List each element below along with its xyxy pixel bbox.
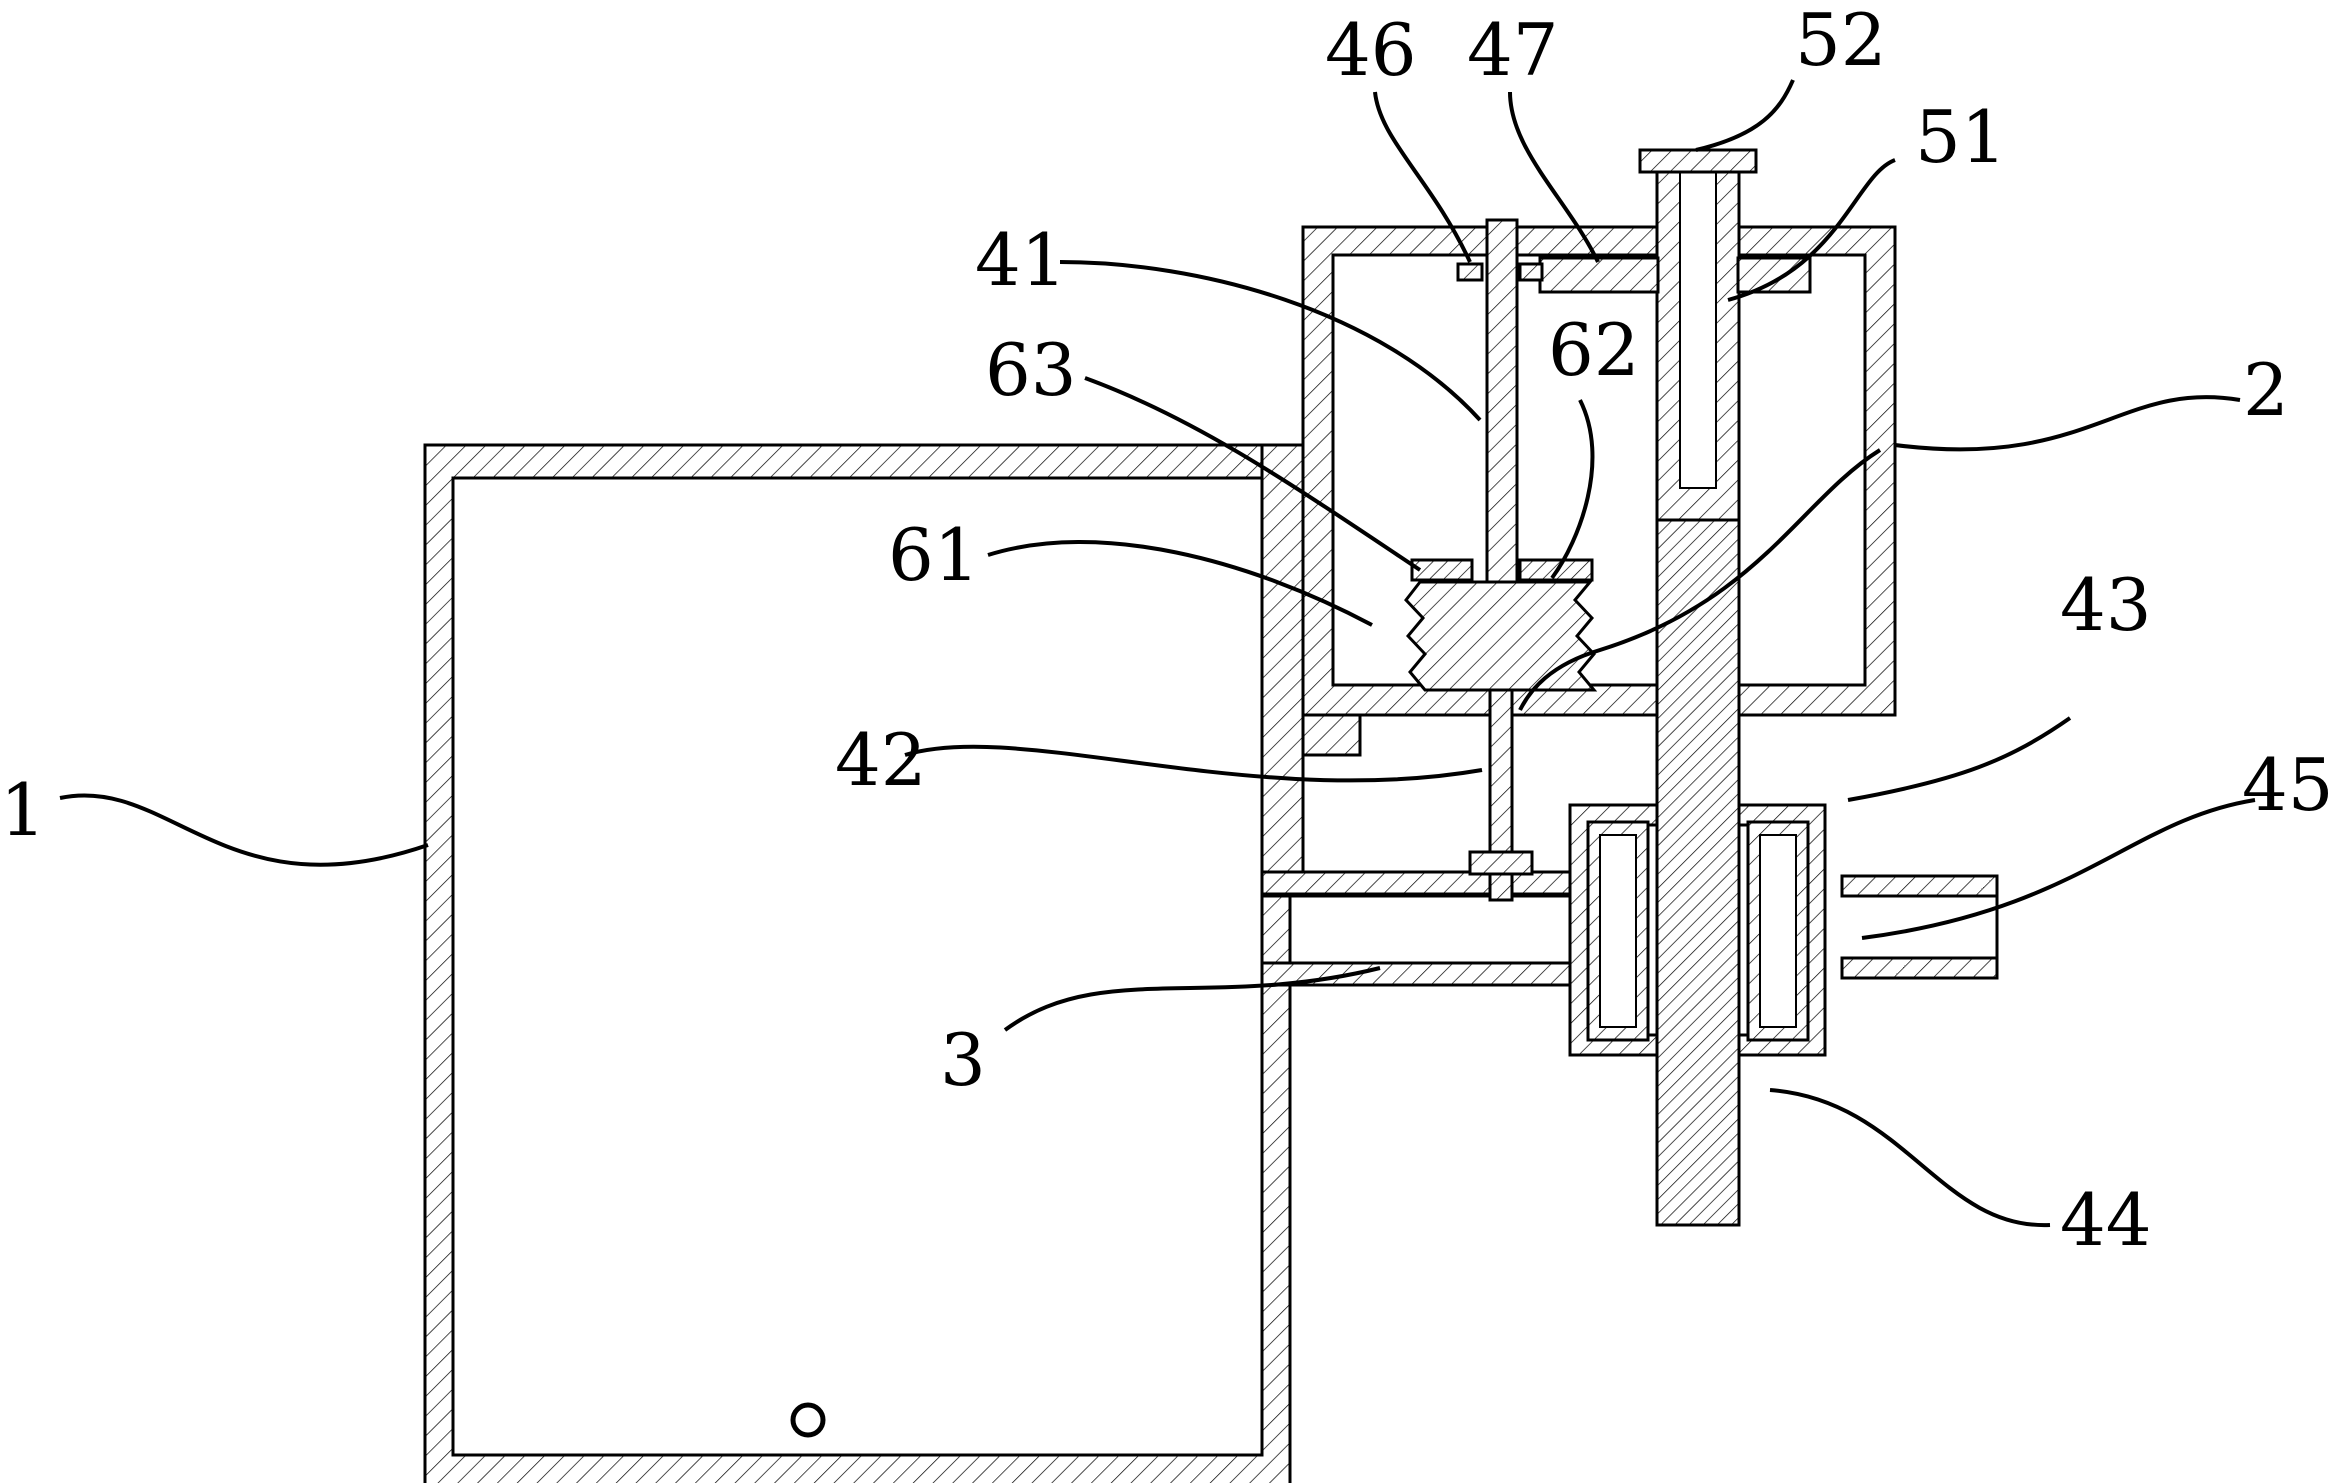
top-plates — [1456, 256, 1812, 294]
bellows-61 — [1404, 558, 1598, 692]
label-63: 63 — [985, 328, 1077, 412]
label-1: 1 — [0, 768, 46, 852]
label-47: 47 — [1467, 8, 1559, 92]
label-41: 41 — [975, 218, 1067, 302]
label-51: 51 — [1915, 95, 2007, 179]
label-43: 43 — [2060, 563, 2152, 647]
housing-2 — [1288, 225, 1897, 757]
plate-47 — [1538, 256, 1660, 294]
label-42: 42 — [835, 718, 927, 802]
label-2: 2 — [2243, 348, 2289, 432]
labels: 1 2 3 41 42 43 44 45 46 47 51 52 61 62 6… — [0, 0, 2331, 1262]
label-61: 61 — [888, 513, 980, 597]
tank-1 — [423, 443, 1292, 1483]
label-46: 46 — [1325, 8, 1417, 92]
part-46 — [1456, 262, 1484, 282]
drain-hole — [790, 1402, 826, 1438]
label-3: 3 — [940, 1018, 986, 1102]
label-45: 45 — [2242, 743, 2331, 827]
label-62: 62 — [1548, 308, 1640, 392]
label-44: 44 — [2060, 1178, 2152, 1262]
plate-63 — [1410, 558, 1474, 582]
shaft-44 — [1638, 148, 1758, 1227]
label-52: 52 — [1795, 0, 1887, 82]
leader-lines — [59, 79, 2256, 1228]
cap-52 — [1638, 148, 1758, 174]
